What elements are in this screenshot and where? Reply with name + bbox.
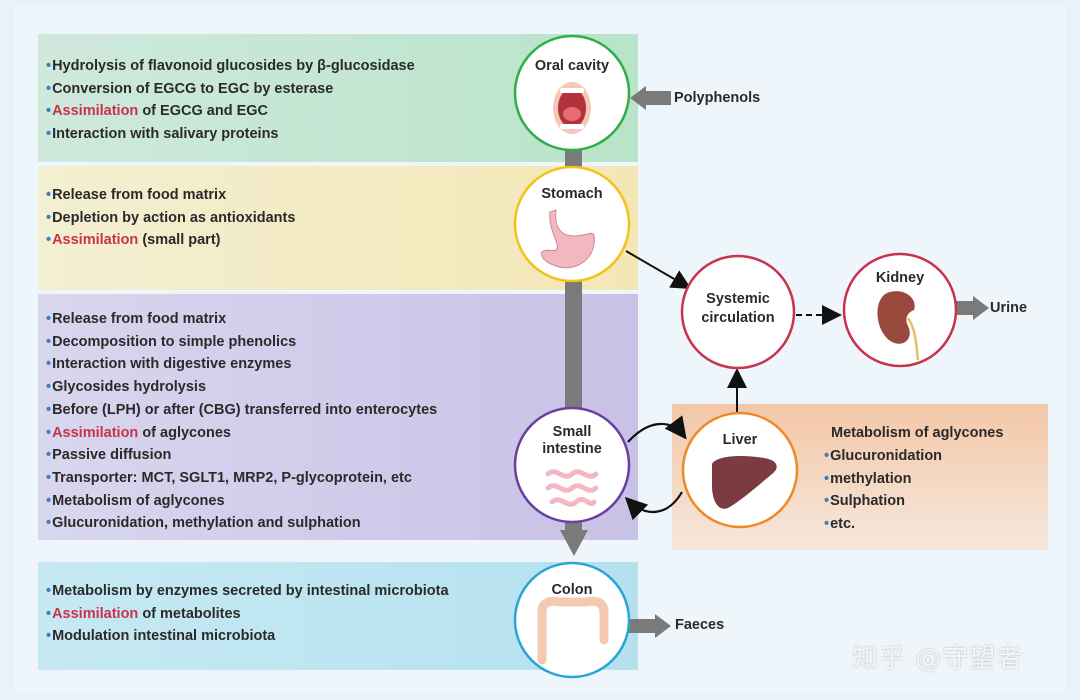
- list-item: Depletion by action as antioxidants: [46, 207, 295, 230]
- kidney-icon: [877, 291, 920, 361]
- list-item-text: Depletion by action as antioxidants: [52, 209, 296, 226]
- mouth-icon: [553, 82, 591, 134]
- list-item: Release from food matrix: [46, 308, 437, 331]
- urine-label: Urine: [990, 300, 1028, 316]
- list-item-text: Sulphation: [830, 493, 905, 510]
- stomach-icon: [541, 209, 595, 269]
- list-item-text: Hydrolysis of flavonoid glucosides by β-…: [52, 58, 415, 74]
- list-item-text: Interaction with salivary proteins: [52, 126, 279, 143]
- list-item-text: Glycosides hydrolysis: [52, 379, 207, 396]
- assimilation-highlight: Assimilation: [52, 232, 139, 249]
- list-item-text: of aglycones: [138, 424, 231, 441]
- down-arrow-to-colon: [560, 530, 588, 556]
- assimilation-highlight: Assimilation: [52, 424, 139, 441]
- list-item: Interaction with digestive enzymes: [46, 353, 437, 376]
- list-item-text: Interaction with digestive enzymes: [52, 356, 292, 373]
- list-item: Metabolism of aglycones: [46, 490, 437, 513]
- assimilation-highlight: Assimilation: [52, 103, 139, 120]
- list-item-text: methylation: [830, 470, 912, 487]
- list-item: Assimilation of aglycones: [46, 422, 437, 445]
- small-intestine-icon: [545, 469, 599, 507]
- list-item: Metabolism by enzymes secreted by intest…: [46, 580, 449, 603]
- list-item: Conversion of EGCG to EGC by esterase: [46, 78, 415, 101]
- oral-cavity-list: Hydrolysis of flavonoid glucosides by β-…: [46, 55, 415, 146]
- small-intestine-node: Small intestine: [513, 406, 631, 524]
- list-item: Glucuronidation, methylation and sulphat…: [46, 512, 437, 535]
- list-item-text: Modulation intestinal microbiota: [52, 628, 276, 645]
- small-intestine-label-line1: Small: [553, 424, 592, 440]
- assimilation-highlight: Assimilation: [52, 605, 139, 622]
- small-intestine-label-line2: intestine: [542, 441, 602, 457]
- urine-arrow: [955, 296, 989, 320]
- stomach-node: Stomach: [513, 165, 631, 283]
- list-item: Transporter: MCT, SGLT1, MRP2, P-glycopr…: [46, 467, 437, 490]
- list-item-text: etc.: [830, 516, 856, 533]
- list-item-text: Passive diffusion: [52, 447, 172, 464]
- list-item: Assimilation (small part): [46, 229, 295, 252]
- list-item: Before (LPH) or after (CBG) transferred …: [46, 399, 437, 422]
- polyphenols-label: Polyphenols: [674, 90, 761, 106]
- stomach-to-systemic-arrow: [625, 250, 692, 290]
- liver-icon: [712, 456, 777, 509]
- list-item-text: Before (LPH) or after (CBG) transferred …: [52, 401, 438, 418]
- list-item: Passive diffusion: [46, 444, 437, 467]
- list-item-text: of metabolites: [138, 605, 241, 622]
- systemic-label-line1: Systemic: [706, 291, 770, 307]
- list-item-text: Transporter: MCT, SGLT1, MRP2, P-glycopr…: [52, 469, 412, 486]
- kidney-node: Kidney: [842, 252, 958, 368]
- liver-label: Liver: [723, 432, 758, 448]
- list-item-text: Metabolism of aglycones: [52, 492, 225, 509]
- colon-label: Colon: [551, 582, 592, 598]
- small-intestine-list: Release from food matrixDecomposition to…: [46, 308, 437, 535]
- list-item: Interaction with salivary proteins: [46, 123, 415, 146]
- list-item: Assimilation of metabolites: [46, 603, 449, 626]
- liver-metabolism-list: Glucuronidation methylationSulphation etc.: [824, 445, 942, 536]
- systemic-label-line2: circulation: [701, 310, 774, 326]
- list-item: Modulation intestinal microbiota: [46, 625, 449, 648]
- list-item-text: (small part): [138, 232, 221, 249]
- faeces-arrow: [627, 614, 671, 638]
- list-item-text: Release from food matrix: [52, 311, 227, 327]
- list-item-text: Glucuronidation, methylation and sulphat…: [52, 515, 361, 532]
- colon-list: Metabolism by enzymes secreted by intest…: [46, 580, 449, 648]
- list-item-text: Metabolism by enzymes secreted by intest…: [52, 583, 449, 599]
- list-item: Decomposition to simple phenolics: [46, 331, 437, 354]
- list-item: Release from food matrix: [46, 184, 295, 207]
- list-item-text: of EGCG and EGC: [138, 103, 268, 120]
- list-item-text: Release from food matrix: [52, 187, 227, 203]
- liver-to-intestine-arrow: [624, 491, 683, 521]
- list-item-text: Decomposition to simple phenolics: [52, 333, 297, 350]
- systemic-circulation-node: Systemic circulation: [680, 254, 796, 370]
- stomach-list: Release from food matrixDepletion by act…: [46, 184, 295, 252]
- list-item: Assimilation of EGCG and EGC: [46, 100, 415, 123]
- list-item: Sulphation: [824, 490, 942, 513]
- list-item: etc.: [824, 513, 942, 536]
- watermark-text: 知乎 @守望者: [852, 644, 1024, 674]
- liver-node: Liver: [681, 411, 799, 529]
- stomach-label: Stomach: [541, 186, 602, 202]
- list-item: methylation: [824, 468, 942, 491]
- oral-cavity-node: Oral cavity: [513, 34, 631, 152]
- colon-icon: [537, 596, 609, 665]
- kidney-label: Kidney: [876, 270, 924, 286]
- list-item-text: Conversion of EGCG to EGC by esterase: [52, 80, 334, 97]
- polyphenols-arrow: [630, 86, 671, 110]
- oral-cavity-label: Oral cavity: [535, 58, 609, 74]
- list-item: Hydrolysis of flavonoid glucosides by β-…: [46, 55, 415, 78]
- list-item-text: Glucuronidation: [830, 448, 943, 464]
- list-item: Glycosides hydrolysis: [46, 376, 437, 399]
- colon-node: Colon: [513, 561, 631, 679]
- faeces-label: Faeces: [675, 617, 725, 633]
- liver-metabolism-title: Metabolism of aglycones: [831, 425, 1004, 441]
- intestine-to-liver-arrow: [627, 415, 687, 443]
- list-item: Glucuronidation: [824, 445, 942, 468]
